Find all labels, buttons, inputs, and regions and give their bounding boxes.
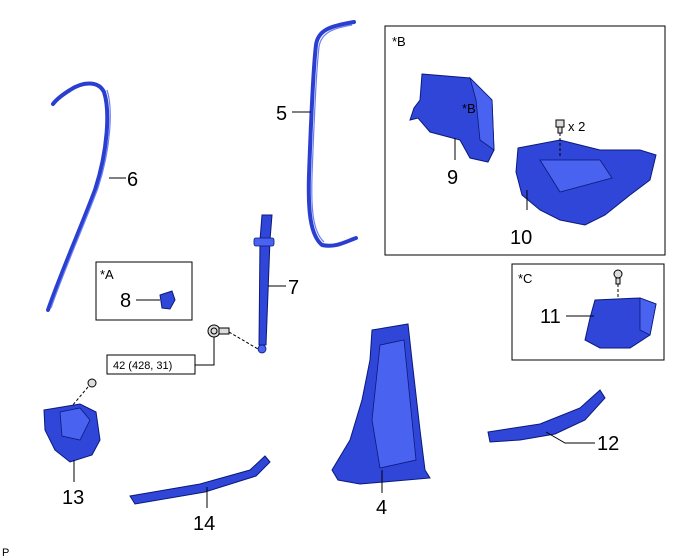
part-9-label: 9	[447, 167, 458, 189]
part-13-trim: 13	[43, 378, 101, 509]
part-10-label: 10	[510, 227, 532, 249]
detail-box-a: *A 8	[95, 261, 193, 321]
part-6-weatherstrip	[46, 81, 111, 312]
part-12-label: 12	[597, 433, 619, 455]
callout-b-label: *B	[392, 34, 406, 49]
part-8-label: 8	[120, 290, 131, 312]
part-6-label: 6	[127, 169, 138, 191]
torque-value: 42 (428, 31)	[113, 360, 172, 372]
part-14-label: 14	[193, 513, 215, 535]
torque-callout: 42 (428, 31)	[106, 337, 215, 375]
clip-icon	[613, 269, 623, 285]
clip-icon	[555, 119, 565, 134]
bolt-icon	[207, 324, 230, 338]
part-5-weatherstrip	[306, 20, 358, 248]
part-7-belt	[253, 214, 275, 354]
detail-box-b: *B *B 9 x 2 10	[384, 25, 666, 256]
corner-label: P	[2, 547, 9, 559]
part-4-label: 4	[376, 497, 387, 519]
callout-b-inner-label: *B	[462, 101, 476, 116]
callout-a-label: *A	[100, 267, 114, 282]
part-5-label: 5	[276, 103, 287, 125]
part-11-label: 11	[540, 306, 561, 328]
callout-c-label: *C	[518, 271, 532, 286]
part-7-label: 7	[288, 277, 299, 299]
detail-box-c: *C 11	[511, 263, 665, 361]
part-4-garnish: 4	[331, 323, 431, 519]
clip-icon	[87, 378, 97, 388]
part-14-scuff: 14	[129, 455, 271, 535]
part-12-scuff: 12	[487, 389, 619, 455]
part-13-label: 13	[62, 487, 84, 509]
quantity-label: x 2	[568, 119, 585, 134]
